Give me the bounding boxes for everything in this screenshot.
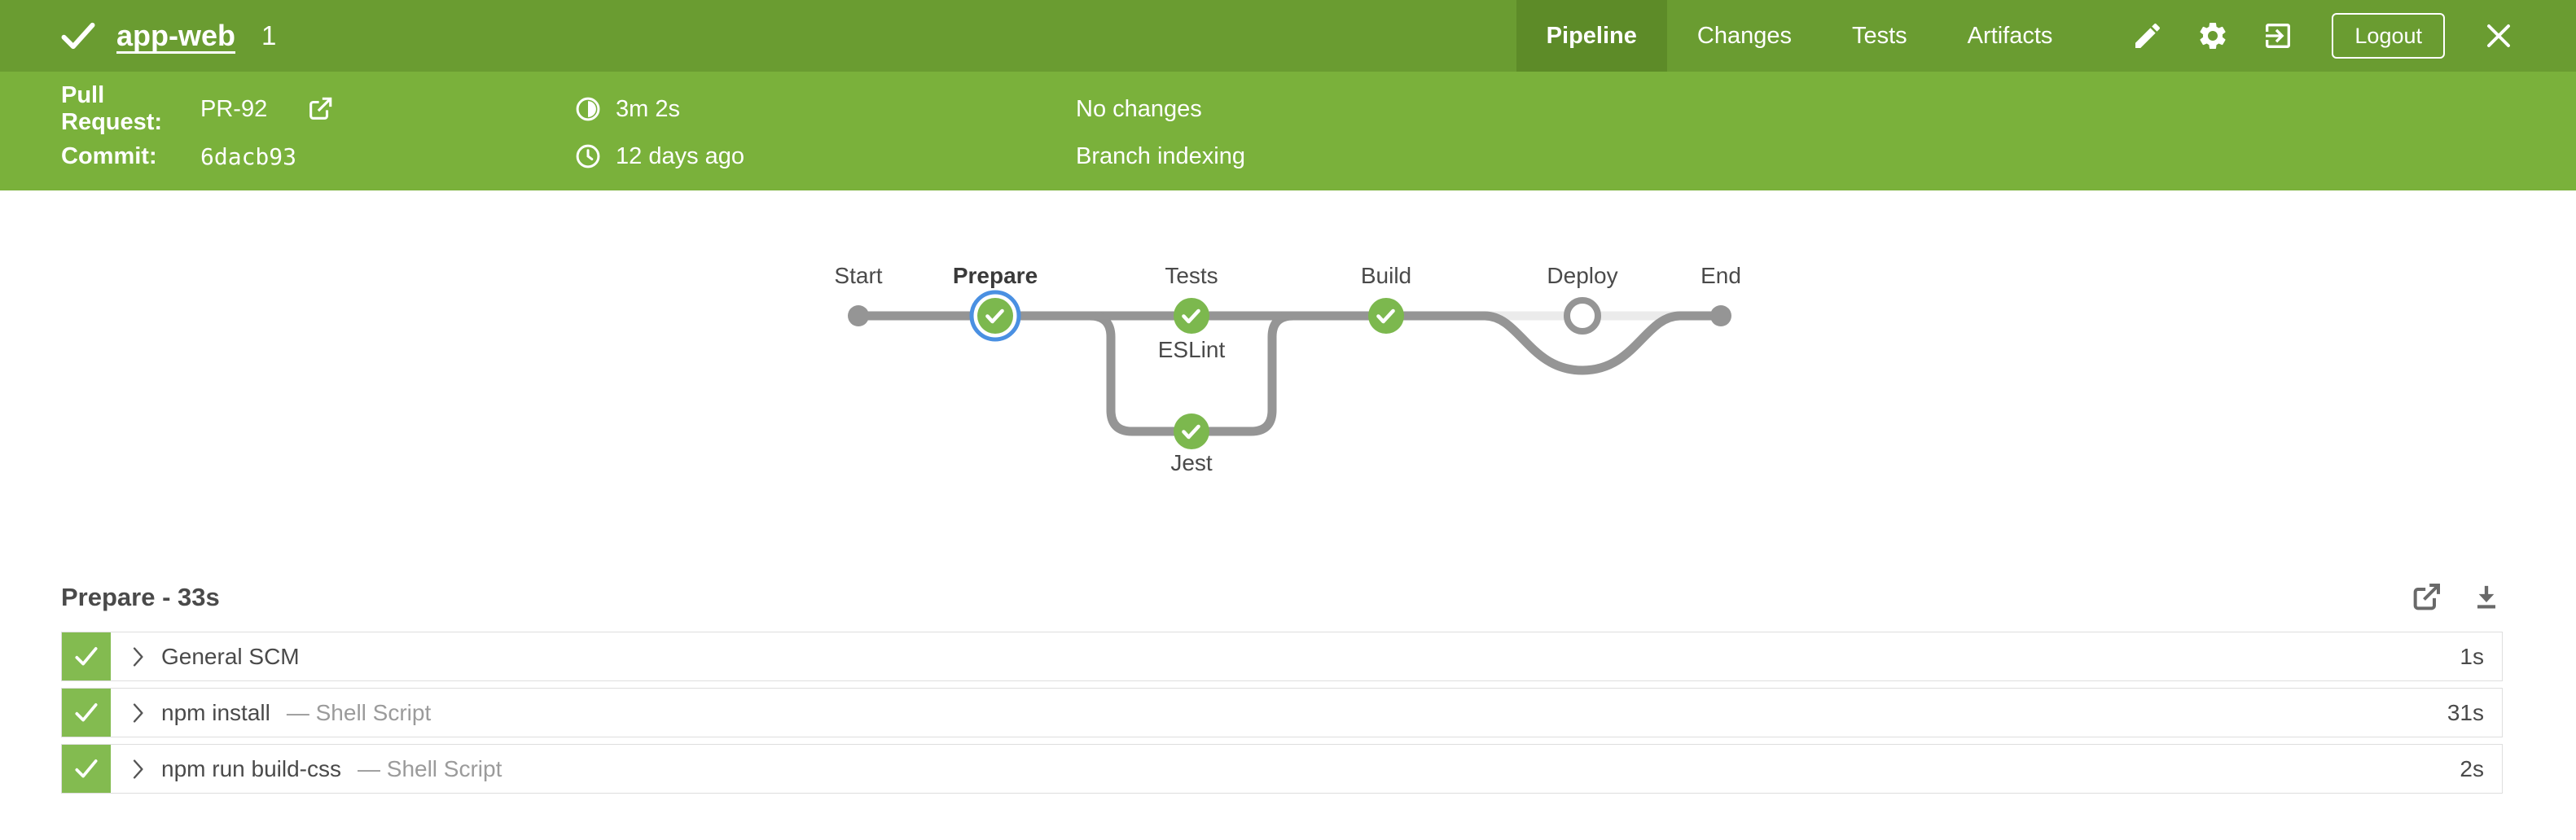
step-duration: 1s [2460,643,2484,669]
build-number: 1 [261,20,277,50]
go-to-classic-button[interactable] [2262,20,2294,52]
pr-external-link-icon[interactable] [306,95,334,123]
meta-info-column: No changes Branch indexing [1076,91,1245,186]
pencil-icon [2135,23,2161,48]
top-bar: app-web 1 Pipeline Changes Tests Artifac… [0,0,2576,72]
duration-value: 3m 2s [616,95,680,122]
stage-label-build[interactable]: Build [1360,263,1412,288]
check-icon [75,702,98,721]
step-type: — Shell Script [286,699,432,725]
deploy-bypass-line [1484,311,1721,375]
commit-hash: 6dacb93 [200,142,297,170]
external-link-icon [2413,584,2440,610]
logout-button[interactable]: Logout [2332,13,2445,59]
stage-label-tests[interactable]: Tests [1165,263,1218,288]
duration-line: 3m 2s [573,91,744,127]
check-icon [1182,424,1200,440]
run-tabs: Pipeline Changes Tests Artifacts [1516,0,2083,72]
open-log-button[interactable] [2410,581,2442,614]
chevron-right-icon [133,702,143,723]
pull-request-value: PR-92 [200,95,268,122]
download-icon [2477,585,2495,609]
run-title-group: app-web 1 [61,19,276,53]
start-node [848,305,869,326]
settings-button[interactable] [2196,20,2229,52]
check-icon [1182,308,1200,324]
header-actions [2131,20,2294,52]
changes-line: No changes [1076,95,1202,122]
commit-info-column: Pull Request: PR-92 Commit: 6dacb93 [61,82,334,186]
step-duration: 2s [2460,755,2484,781]
chevron-right-icon [133,759,143,779]
step-list: General SCM 1s npm install — Shell Scrip… [61,632,2503,794]
step-name: npm run build-css [161,755,341,781]
step-status-success [62,632,111,680]
stage-label-deploy[interactable]: Deploy [1547,263,1618,288]
download-log-button[interactable] [2470,581,2503,614]
step-status-success [62,745,111,793]
stage-label-start: Start [834,263,883,288]
check-icon [985,308,1004,324]
branch-label-jest: Jest [1170,450,1213,475]
step-name: General SCM [161,643,300,669]
stage-node-deploy[interactable] [1564,297,1601,335]
commit-label: Commit: [61,142,157,169]
tab-pipeline[interactable]: Pipeline [1516,0,1667,72]
stage-node-eslint[interactable] [1174,298,1209,334]
run-info-bar: Pull Request: PR-92 Commit: 6dacb93 3m [0,72,2576,190]
run-success-check-icon [61,22,95,50]
stage-label-prepare[interactable]: Prepare [952,263,1038,288]
completed-value: 12 days ago [616,142,745,169]
pipeline-name-link[interactable]: app-web [116,19,236,52]
cause-line: Branch indexing [1076,142,1245,169]
check-icon [1376,308,1395,324]
stage-node-jest[interactable] [1174,413,1209,449]
close-icon[interactable] [2484,21,2513,50]
stage-detail-title: Prepare - 33s [61,583,220,611]
stage-detail-actions [2410,581,2503,614]
branch-label-eslint: ESLint [1157,337,1226,362]
gear-icon [2200,22,2226,49]
check-icon [75,759,98,777]
stage-node-prepare[interactable] [969,290,1021,342]
step-duration: 31s [2447,699,2484,725]
clock-icon [576,144,600,168]
step-row-npm-run-build-css[interactable]: npm run build-css — Shell Script 2s [61,744,2503,794]
completed-line: 12 days ago [573,138,744,174]
pipeline-graph-canvas [848,290,1731,449]
exit-to-app-icon [2266,24,2291,48]
check-icon [75,646,98,665]
step-type: — Shell Script [357,755,502,781]
commit-line: Commit: 6dacb93 [61,138,334,174]
stage-detail-section: Prepare - 33s [61,575,2503,800]
chevron-right-icon [133,646,143,667]
pull-request-line: Pull Request: PR-92 [61,82,334,135]
duration-timer-icon [576,97,600,121]
pull-request-label: Pull Request: [61,82,163,135]
time-info-column: 3m 2s 12 days ago [573,91,744,186]
step-row-general-scm[interactable]: General SCM 1s [61,632,2503,681]
step-row-npm-install[interactable]: npm install — Shell Script 31s [61,688,2503,737]
stage-detail-header: Prepare - 33s [61,575,2503,620]
stage-node-build[interactable] [1368,298,1404,334]
tab-artifacts[interactable]: Artifacts [1967,22,2053,49]
tab-changes[interactable]: Changes [1696,22,1792,49]
step-status-success [62,689,111,737]
end-node [1710,305,1731,326]
pipeline-graph: Start Prepare Tests Build Deploy End ESL… [814,244,1792,497]
stage-label-end: End [1701,263,1741,288]
edit-pipeline-button[interactable] [2131,20,2164,52]
step-name: npm install [161,699,270,725]
tab-tests[interactable]: Tests [1851,22,1907,49]
